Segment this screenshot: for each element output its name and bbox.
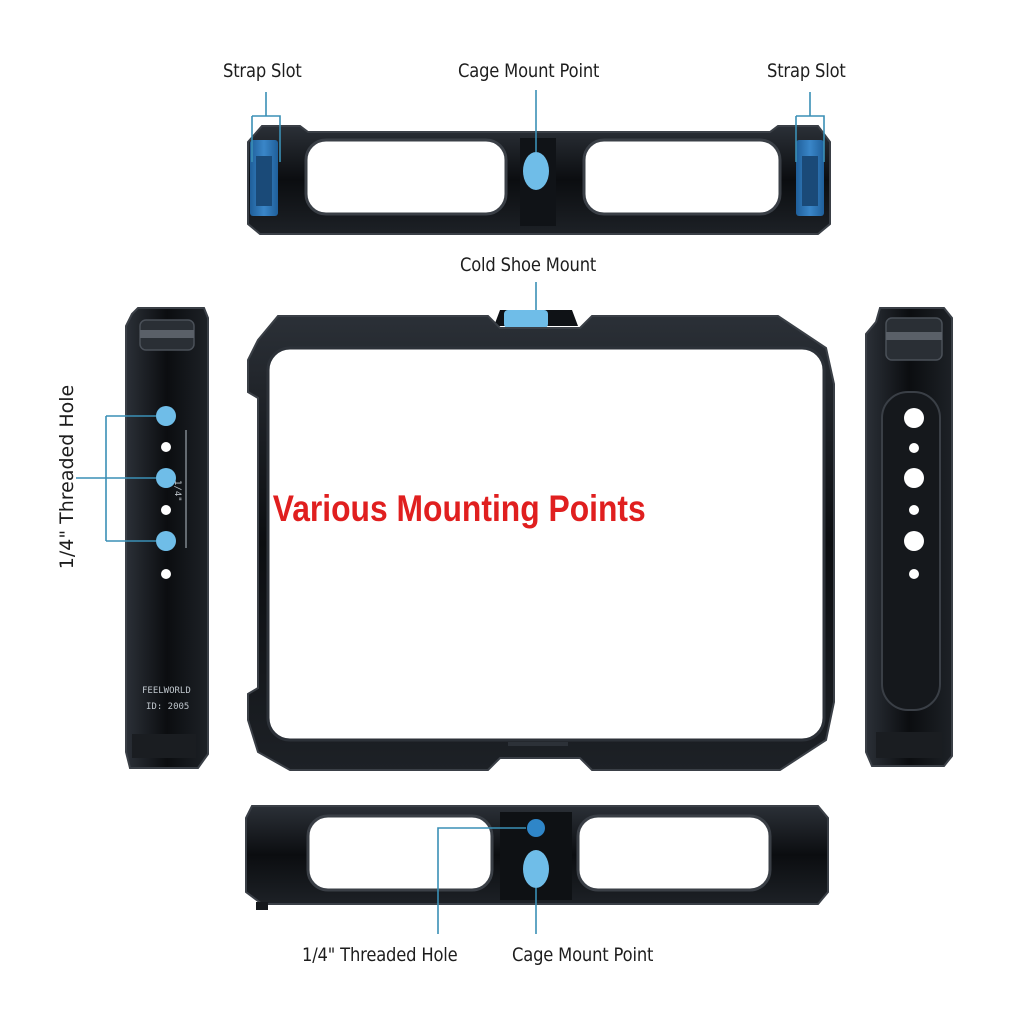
- engraving-side-mark: 1/4": [172, 480, 182, 502]
- bottom-bar-window-left: [306, 814, 494, 892]
- mount-hole-icon: [156, 468, 176, 488]
- label-cold-shoe-mount: Cold Shoe Mount: [460, 254, 597, 276]
- left-side-bar: [125, 307, 209, 769]
- label-threaded-hole-bottom: 1/4" Threaded Hole: [302, 944, 458, 966]
- mount-hole-icon: [161, 569, 171, 579]
- main-frame: [247, 315, 835, 771]
- cage-mount-point-top: [523, 152, 549, 190]
- mount-hole-icon: [161, 505, 171, 515]
- mount-hole-icon: [161, 442, 171, 452]
- label-cage-mount-point-top: Cage Mount Point: [458, 60, 600, 82]
- top-bar: [247, 125, 831, 235]
- right-side-bar: [865, 307, 953, 767]
- frame-opening: [266, 346, 826, 742]
- mount-hole-icon: [156, 406, 176, 426]
- engraving-brand: FEELWORLD: [142, 686, 191, 696]
- strap-slot-icon: [250, 140, 278, 216]
- engraving-model: ID: 2005: [146, 702, 190, 712]
- bottom-bar-window-right: [576, 814, 772, 892]
- threaded-hole-bottom: [527, 819, 545, 837]
- mount-hole-icon: [904, 408, 924, 428]
- label-strap-slot-right: Strap Slot: [767, 60, 846, 82]
- mount-hole-icon: [909, 505, 919, 515]
- strap-slot-icon: [796, 140, 824, 216]
- top-bar-window-left: [304, 138, 508, 216]
- cold-shoe-mount: [494, 282, 578, 328]
- left-callouts: [76, 415, 156, 542]
- top-bar-window-right: [582, 138, 782, 216]
- mount-hole-icon: [909, 569, 919, 579]
- mount-hole-icon: [156, 531, 176, 551]
- mount-hole-icon: [909, 443, 919, 453]
- mount-hole-icon: [904, 468, 924, 488]
- mount-hole-icon: [904, 531, 924, 551]
- label-threaded-hole-side: 1/4" Threaded Hole: [56, 384, 78, 570]
- label-cage-mount-point-bottom: Cage Mount Point: [512, 944, 654, 966]
- label-strap-slot-left: Strap Slot: [223, 60, 302, 82]
- cage-mount-point-bottom: [523, 850, 549, 888]
- top-callouts: [251, 90, 825, 162]
- bottom-callouts: [437, 827, 537, 934]
- bottom-bar: [245, 805, 829, 910]
- headline: Various Mounting Points: [272, 488, 646, 529]
